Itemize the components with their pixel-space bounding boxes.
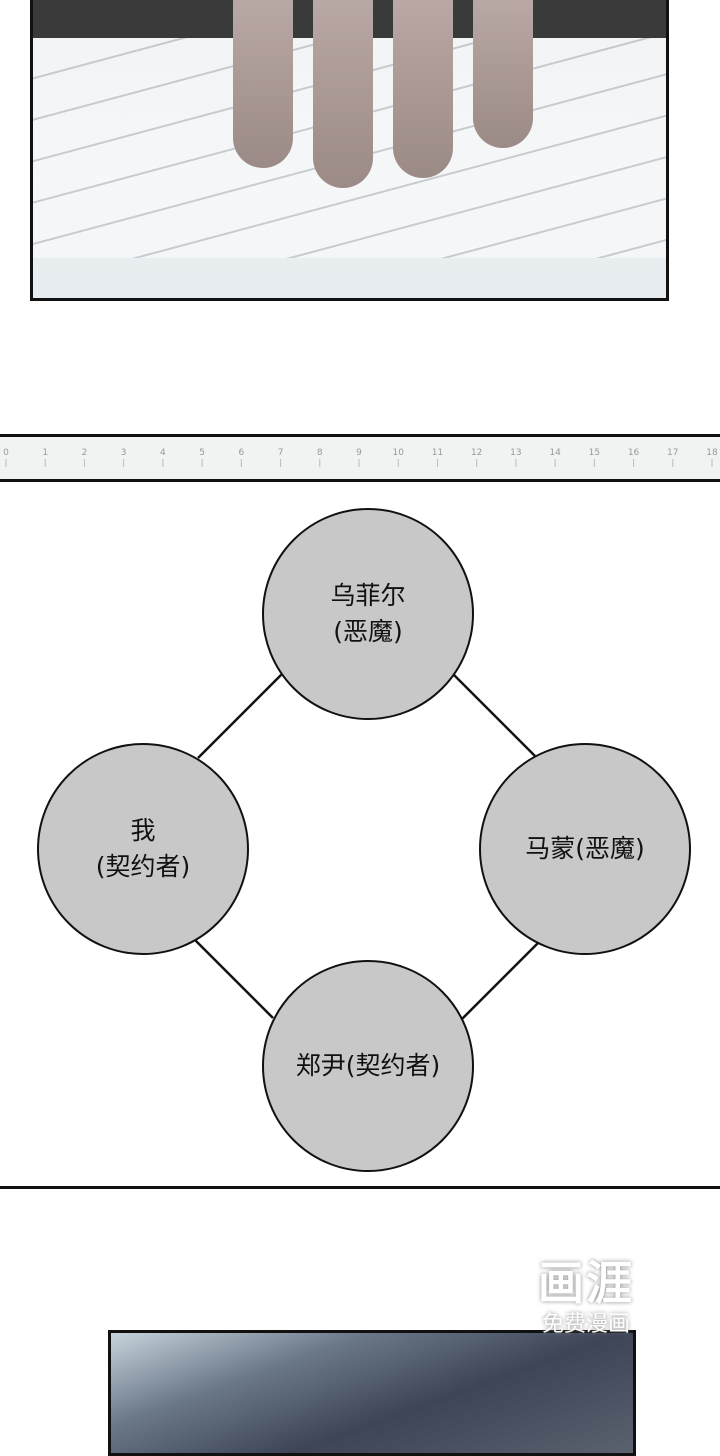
node-me: 我 (契约者) [37, 743, 249, 955]
finger [393, 0, 453, 178]
ruler-tick-label: 0 [3, 448, 9, 458]
ruler-tick-label: 6 [238, 448, 244, 458]
ruler-tick-label: 11 [432, 448, 443, 458]
ruler-tick-label: 5 [199, 448, 205, 458]
connector-lines [193, 673, 540, 1021]
character-hair-panel [108, 1330, 636, 1456]
node-zhengyin: 郑尹(契约者) [262, 960, 474, 1172]
node-ufir: 乌菲尔 (恶魔) [262, 508, 474, 720]
ruler-tick-label: 15 [589, 448, 600, 458]
ruler-tick-label: 16 [628, 448, 640, 458]
ruler-tick-label: 2 [82, 448, 88, 458]
ruler-tick-label: 13 [510, 448, 521, 458]
connector-left-bottom [193, 938, 274, 1019]
connector-top-left [197, 673, 283, 759]
ruler-tick-label: 17 [667, 448, 678, 458]
ruler-tick-label: 9 [356, 448, 362, 458]
connector-top-right [452, 673, 536, 757]
node-label: 郑尹(契约者) [295, 1051, 441, 1080]
ruler-tick-label: 18 [706, 448, 718, 458]
node-label: 我 [130, 816, 156, 845]
ruler-tick-label: 14 [549, 448, 561, 458]
ruler-tick-label: 7 [278, 448, 284, 458]
ruler-tick-label: 12 [471, 448, 482, 458]
node-role: (契约者) [95, 852, 191, 881]
ruler-tick-label: 10 [392, 448, 404, 458]
watermark: 画涯 免费漫画 [538, 1255, 634, 1339]
connector-right-bottom [460, 941, 540, 1021]
ruler-tick-label: 3 [121, 448, 127, 458]
finger [233, 0, 293, 168]
node-label: 马蒙(恶魔) [525, 834, 645, 863]
ruler-tick-label: 4 [160, 448, 166, 458]
relationship-diagram: 乌菲尔 (恶魔) 我 (契约者) 马蒙(恶魔) 郑尹(契约者) [0, 478, 720, 1189]
ruler-tick-label: 8 [317, 448, 323, 458]
node-role: (恶魔) [333, 617, 403, 646]
finger [473, 0, 533, 148]
watermark-subtitle: 免费漫画 [541, 1312, 630, 1337]
ruler-tick-label: 1 [42, 448, 48, 458]
node-label: 乌菲尔 [330, 581, 406, 610]
finger [313, 0, 373, 188]
watermark-logo: 画涯 [538, 1256, 634, 1310]
node-mamon: 马蒙(恶魔) [479, 743, 691, 955]
keyboard-panel [30, 0, 669, 301]
